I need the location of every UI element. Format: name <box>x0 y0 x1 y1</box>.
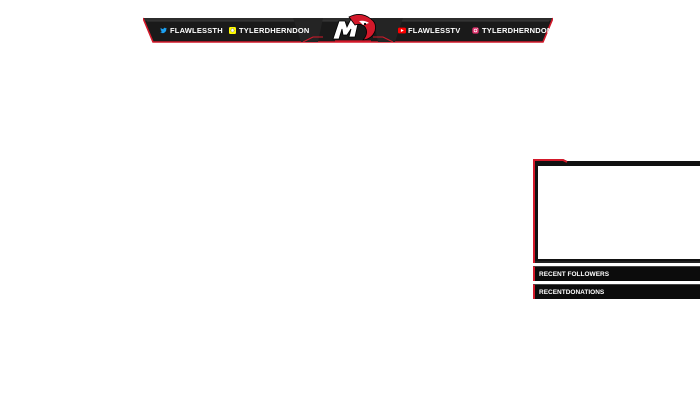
youtube-handle[interactable]: FLAWLESSTV <box>398 24 460 36</box>
social-banner: FLAWLESSTH TYLERDHERNDON FLAWLESSTV TYLE… <box>143 14 553 43</box>
bird-mascot-logo-icon <box>332 14 376 42</box>
recent-donations-label: RECENTDONATIONS <box>539 288 605 296</box>
twitter-handle-text: FLAWLESSTH <box>170 25 223 35</box>
snapchat-handle-text: TYLERDHERNDON <box>239 25 310 35</box>
youtube-handle-text: FLAWLESSTV <box>408 25 461 35</box>
recent-donations-bar: RECENTDONATIONS <box>533 284 700 299</box>
recent-followers-label: RECENT FOLLOWERS <box>539 270 610 278</box>
twitter-icon <box>160 27 167 34</box>
webcam-frame <box>533 159 700 265</box>
instagram-handle-text: TYLERDHERNDON <box>482 25 553 35</box>
instagram-icon <box>472 26 479 34</box>
recent-followers-bar: RECENT FOLLOWERS <box>533 266 700 281</box>
instagram-handle[interactable]: TYLERDHERNDON <box>472 24 553 36</box>
snapchat-icon <box>229 26 236 34</box>
youtube-icon <box>398 27 406 34</box>
twitter-handle[interactable]: FLAWLESSTH <box>160 24 223 36</box>
snapchat-handle[interactable]: TYLERDHERNDON <box>229 24 310 36</box>
